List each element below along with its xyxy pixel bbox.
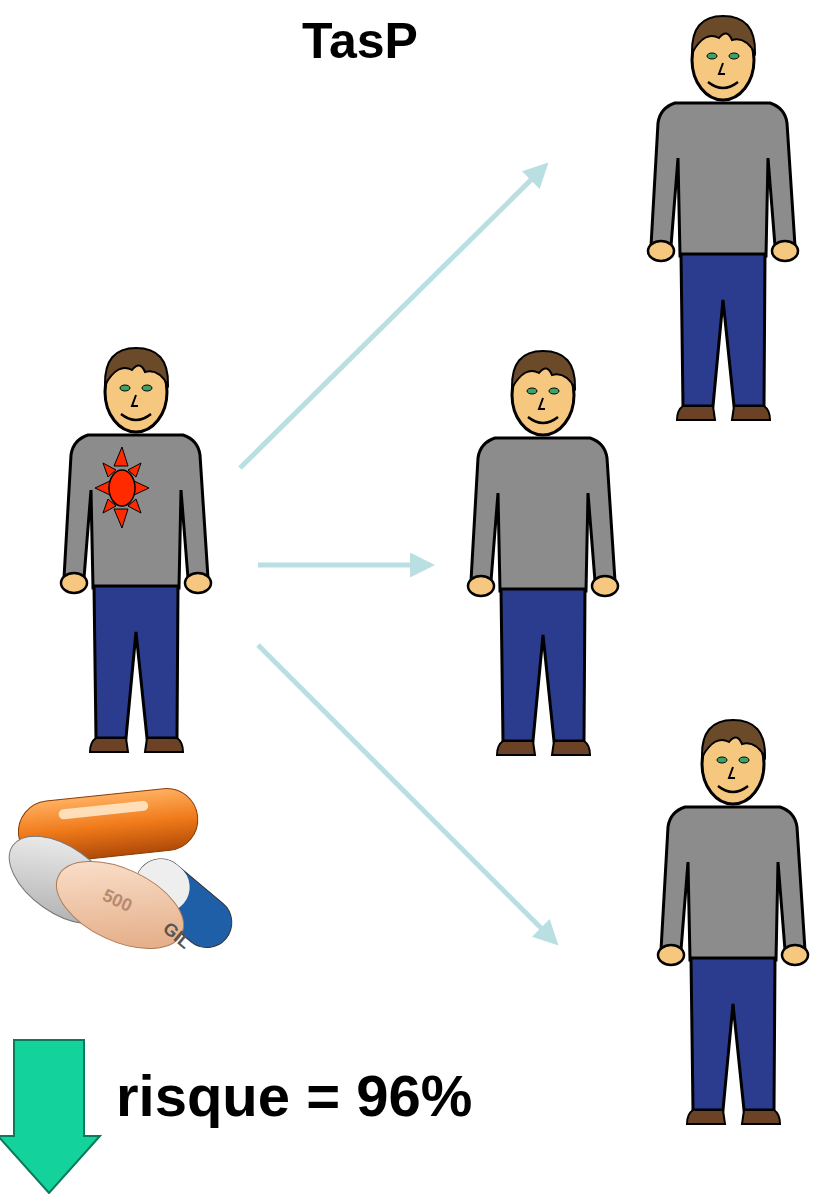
diagram-title: TasP (302, 12, 418, 70)
partner-person (468, 351, 618, 755)
transmission-arrow (240, 166, 545, 468)
infected-person (61, 348, 211, 752)
virus-symbol (95, 447, 149, 528)
partner-person (648, 16, 798, 420)
partner-person (658, 720, 808, 1124)
transmission-arrow (258, 645, 555, 942)
decrease-arrow (0, 1040, 100, 1193)
pills-image (0, 785, 242, 966)
risk-reduction-label: risque = 96% (116, 1062, 472, 1129)
transmission-arrow (258, 563, 430, 568)
